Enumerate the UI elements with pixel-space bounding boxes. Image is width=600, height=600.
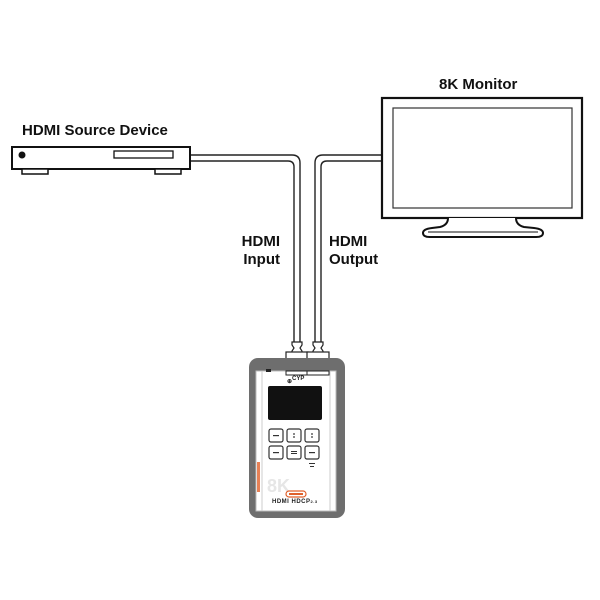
source-device-icon [11, 146, 191, 175]
hdmi-output-label-line2: Output [329, 251, 379, 268]
svg-text:⊕: ⊕ [287, 379, 292, 385]
device-model-suffix: 2.3 [310, 499, 318, 504]
monitor-icon [380, 96, 584, 238]
hdmi-tester-device: ⊕ 8K [249, 358, 345, 518]
svg-text:8K: 8K [267, 476, 290, 496]
source-device-label: HDMI Source Device [22, 122, 168, 139]
hdmi-input-label: HDMI Input [240, 233, 280, 269]
hdmi-output-cable [314, 154, 381, 342]
device-model-name: HDMI HDCP [272, 499, 311, 505]
hdmi-input-cable [191, 154, 301, 342]
hdmi-input-label-line1: HDMI [241, 233, 280, 250]
hdmi-output-label: HDMI Output [329, 233, 378, 269]
hdmi-output-label-line1: HDMI [329, 233, 368, 250]
device-brand-text: CYP [292, 376, 305, 382]
hdmi-input-label-line2: Input [243, 251, 280, 268]
device-model-text: HDMI HDCP2.3 [272, 499, 318, 505]
monitor-label: 8K Monitor [439, 76, 518, 93]
